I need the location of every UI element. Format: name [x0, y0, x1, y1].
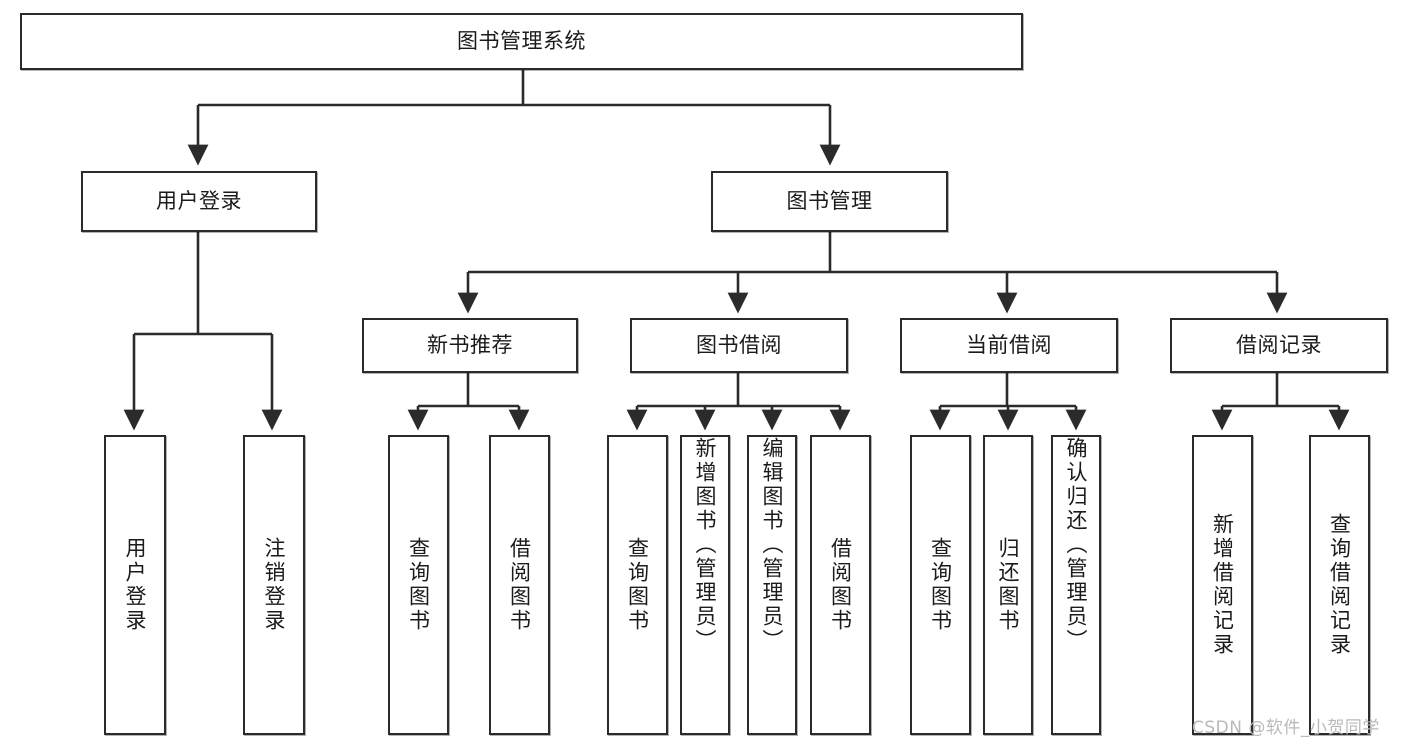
node-leaf-query-book-2-label: 查询图书 — [625, 537, 650, 633]
csdn-watermark: CSDN @软件_小贺同学 — [1192, 718, 1380, 738]
node-leaf-query-record-label: 查询借阅记录 — [1327, 513, 1352, 657]
node-leaf-user-login-label: 用户登录 — [123, 537, 148, 633]
node-leaf-query-book-1[interactable]: 查询图书 — [388, 435, 449, 735]
node-new-book-recommend-label: 新书推荐 — [427, 332, 513, 357]
node-leaf-return-book-label: 归还图书 — [996, 537, 1021, 633]
node-root[interactable]: 图书管理系统 — [20, 13, 1023, 70]
node-user-login[interactable]: 用户登录 — [81, 171, 317, 232]
node-root-label: 图书管理系统 — [457, 28, 586, 53]
node-leaf-borrow-book-2[interactable]: 借阅图书 — [810, 435, 871, 735]
node-leaf-query-book-3[interactable]: 查询图书 — [910, 435, 971, 735]
node-leaf-edit-book[interactable]: 编辑图书（管理员） — [747, 435, 797, 735]
node-leaf-add-book-label: 新增图书（管理员） — [693, 437, 718, 653]
node-leaf-borrow-book-1-label: 借阅图书 — [507, 537, 532, 633]
node-leaf-user-logout[interactable]: 注销登录 — [243, 435, 305, 735]
node-book-management-label: 图书管理 — [786, 188, 873, 213]
node-leaf-confirm-return-label: 确认归还（管理员） — [1064, 437, 1089, 653]
node-current-borrow[interactable]: 当前借阅 — [900, 318, 1118, 373]
node-book-borrow-label: 图书借阅 — [696, 332, 782, 357]
node-leaf-borrow-book-2-label: 借阅图书 — [828, 537, 853, 633]
node-leaf-edit-book-label: 编辑图书（管理员） — [760, 437, 785, 653]
node-leaf-confirm-return[interactable]: 确认归还（管理员） — [1051, 435, 1101, 735]
node-current-borrow-label: 当前借阅 — [966, 332, 1052, 357]
node-book-borrow[interactable]: 图书借阅 — [630, 318, 848, 373]
node-new-book-recommend[interactable]: 新书推荐 — [362, 318, 578, 373]
node-leaf-query-book-1-label: 查询图书 — [406, 537, 431, 633]
node-leaf-add-record-label: 新增借阅记录 — [1210, 513, 1235, 657]
node-book-management[interactable]: 图书管理 — [711, 171, 948, 232]
node-leaf-user-login[interactable]: 用户登录 — [104, 435, 166, 735]
node-borrow-records[interactable]: 借阅记录 — [1170, 318, 1388, 373]
node-borrow-records-label: 借阅记录 — [1236, 332, 1322, 357]
node-user-login-label: 用户登录 — [156, 188, 242, 213]
node-leaf-query-record[interactable]: 查询借阅记录 — [1309, 435, 1370, 735]
node-leaf-query-book-3-label: 查询图书 — [928, 537, 953, 633]
node-leaf-add-record[interactable]: 新增借阅记录 — [1192, 435, 1253, 735]
node-leaf-query-book-2[interactable]: 查询图书 — [607, 435, 668, 735]
node-leaf-borrow-book-1[interactable]: 借阅图书 — [489, 435, 550, 735]
node-leaf-add-book[interactable]: 新增图书（管理员） — [680, 435, 730, 735]
node-leaf-return-book[interactable]: 归还图书 — [983, 435, 1033, 735]
node-leaf-user-logout-label: 注销登录 — [262, 537, 287, 633]
